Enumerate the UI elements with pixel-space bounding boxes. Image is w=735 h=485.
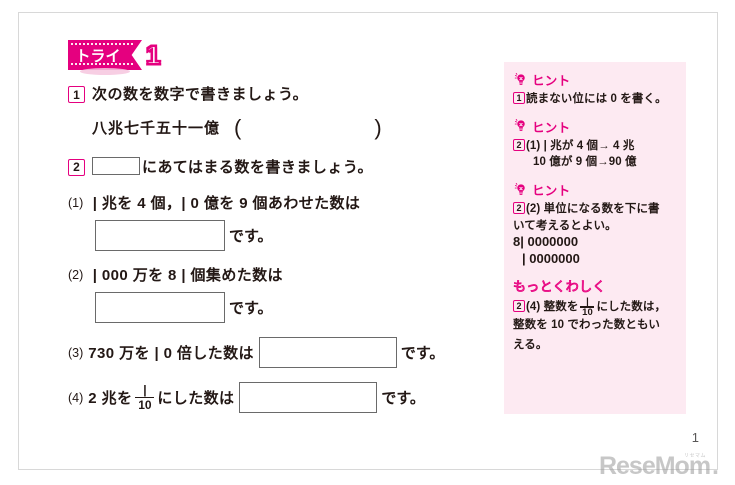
subproblem-3-text: 730 万を | 0 倍した数は	[88, 345, 254, 362]
hint-2-marker: 2	[513, 138, 525, 151]
hint-1-title: ヒント	[532, 74, 571, 88]
hint-4-head: もっとくわしく	[513, 276, 678, 295]
watermark-text: ReseMom	[598, 452, 711, 480]
hint-3-marker: 2	[513, 202, 525, 215]
fraction-bar	[135, 396, 155, 399]
hint-2-line-2: 10 億が 9 個→90 億	[533, 156, 637, 169]
subproblem-4-suffix: です。	[381, 390, 425, 407]
problem-2-number: 2	[68, 158, 85, 176]
problem-1-instruction: 次の数を数字で書きましょう。	[92, 86, 309, 103]
lightbulb-icon	[513, 182, 529, 198]
hint-1-marker: 1	[513, 92, 525, 104]
hint-block-3: ヒント 2(2) 単位になる数を下に書 いて考えるとよい。 8| 0000000…	[513, 180, 678, 267]
problem-1-kanji-number: 八兆七千五十一億	[92, 120, 221, 137]
try-banner: トライ 1	[68, 40, 162, 70]
hint-3-title: ヒント	[532, 184, 571, 199]
hint-2-head: ヒント	[513, 117, 678, 136]
hint-2-line-1: (1) | 兆が 4 個→ 4 兆	[526, 139, 635, 152]
fraction-denominator: 10	[138, 398, 152, 413]
subproblem-4: (4) 2 兆を | 10 にした数は です。	[68, 382, 488, 413]
problem-1-row: 1 次の数を数字で書きましょう。	[68, 84, 488, 107]
more-detail-icon: もっとくわしく	[513, 278, 606, 294]
problem-2-instruction: にあてはまる数を書きましょう。	[92, 156, 374, 180]
hint-fraction-one-tenth: |10	[580, 295, 595, 318]
subproblem-2-label: (2)	[68, 267, 84, 282]
subproblem-3-suffix: です。	[400, 345, 445, 362]
subproblem-2-answer-box[interactable]	[95, 292, 225, 323]
subproblem-2-answer-row: です。	[95, 292, 488, 323]
try-number: 1	[145, 40, 162, 70]
page-number: 1	[691, 430, 699, 445]
lightbulb-icon	[513, 118, 529, 134]
subproblem-3-label: (3)	[68, 345, 84, 360]
hint-1-head: ヒント	[513, 70, 678, 89]
paren-open: (	[234, 114, 243, 140]
problem-1-answer-line: 八兆七千五十一億 ( )	[92, 115, 488, 141]
subproblem-3: (3) 730 万を | 0 倍した数は です。	[68, 337, 488, 368]
hint-4-marker: 2	[513, 299, 525, 312]
hint-3-digits: 8| 0000000 | 0000000	[513, 234, 678, 267]
subproblem-1: (1) | 兆を 4 個，| 0 億を 9 個あわせた数は です。	[68, 192, 488, 251]
fraction-one-tenth: | 10	[135, 382, 155, 413]
subproblem-1-suffix: です。	[229, 228, 273, 245]
problem-2-instruction-text: にあてはまる数を書きましょう。	[142, 158, 374, 176]
problem-1-number: 1	[68, 86, 85, 103]
watermark-dot: .	[712, 452, 719, 480]
subproblem-2: (2) | 000 万を 8 | 個集めた数は です。	[68, 264, 488, 323]
subproblem-1-answer-box[interactable]	[95, 220, 225, 251]
hint-4-text-before: (4) 整数を	[526, 300, 579, 313]
hint-fraction-bar	[580, 306, 595, 308]
problem-column: 1 次の数を数字で書きましょう。 八兆七千五十一億 ( ) 2 にあてはまる数を…	[68, 84, 488, 413]
try-shadow-ellipse	[80, 68, 130, 75]
hint-fraction-denominator: 10	[582, 306, 593, 318]
subproblem-2-suffix: です。	[229, 300, 273, 317]
hint-4-line-1: 整数を 10 でわった数ともい	[513, 319, 660, 332]
hint-1-line-1: 読まない位には 0 を書く。	[526, 93, 667, 105]
hint-3-digit-line-2: | 0000000	[522, 250, 580, 266]
resemom-watermark: ReseMom リセマム .	[598, 452, 719, 480]
try-flag-label: トライ	[75, 47, 121, 65]
subproblem-1-text: | 兆を 4 個，| 0 億を 9 個あわせた数は	[92, 195, 361, 212]
subproblem-3-answer-box[interactable]	[258, 337, 397, 368]
hint-3-digit-line-1: 8| 0000000	[513, 234, 579, 250]
watermark-superscript: リセマム	[684, 453, 707, 459]
hint-3-body: 2(2) 単位になる数を下に書 いて考えるとよい。	[513, 201, 678, 234]
hint-2-body: 2(1) | 兆が 4 個→ 4 兆 10 億が 9 個→90 億	[513, 138, 678, 171]
subproblem-1-label: (1)	[68, 195, 84, 210]
try-flag: トライ	[68, 40, 142, 70]
hint-block-2: ヒント 2(1) | 兆が 4 個→ 4 兆 10 億が 9 個→90 億	[513, 117, 678, 171]
problem-2-row: 2 にあてはまる数を書きましょう。	[68, 156, 488, 180]
fraction-numerator: |	[143, 382, 147, 397]
hint-3-line-1: (2) 単位になる数を下に書	[526, 203, 660, 216]
hint-3-line-2: いて考えるとよい。	[513, 219, 617, 232]
hint-2-title: ヒント	[532, 120, 571, 135]
subproblem-2-text: | 000 万を 8 | 個集めた数は	[92, 267, 283, 284]
paren-close: )	[374, 114, 383, 140]
hint-3-head: ヒント	[513, 180, 678, 199]
subproblem-4-answer-box[interactable]	[239, 382, 378, 413]
subproblem-4-text-after: にした数は	[157, 390, 235, 407]
hint-4-text-after: にした数は，	[596, 300, 667, 313]
lightbulb-icon	[513, 72, 529, 88]
hint-fraction-numerator: |	[586, 295, 589, 307]
blank-box-icon[interactable]	[92, 156, 140, 175]
subproblem-1-answer-row: です。	[95, 220, 488, 251]
watermark-wrap: ReseMom リセマム	[598, 452, 712, 480]
subproblem-4-text-before: 2 兆を	[88, 390, 133, 407]
hint-4-line-2: える。	[513, 338, 548, 351]
subproblem-4-label: (4)	[68, 390, 84, 405]
